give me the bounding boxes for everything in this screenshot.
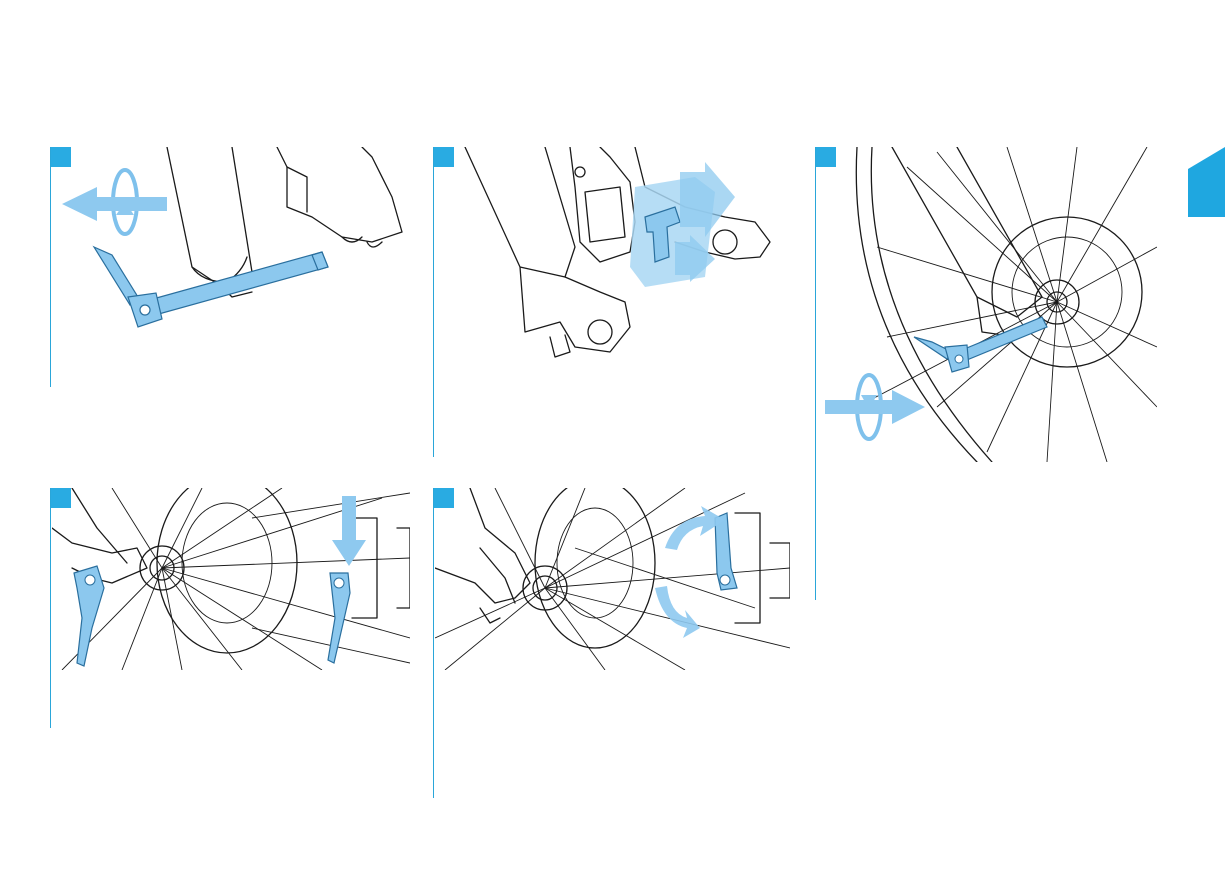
step-1-rule	[50, 147, 51, 387]
step-2-rule	[433, 147, 434, 457]
step-2-illustration	[435, 147, 795, 387]
step-3-rule	[815, 147, 816, 600]
step-4-rule	[50, 488, 51, 728]
arrow-down-icon	[332, 496, 366, 566]
step-3-illustration	[817, 147, 1157, 462]
chapter-tab	[1188, 147, 1225, 217]
step-4-illustration	[52, 488, 410, 670]
rotate-lever-icon	[655, 506, 725, 638]
arrow-right-icon	[680, 162, 735, 237]
step-5-rule	[433, 488, 434, 798]
step-1-illustration	[52, 147, 412, 387]
step-5-illustration	[435, 488, 790, 670]
